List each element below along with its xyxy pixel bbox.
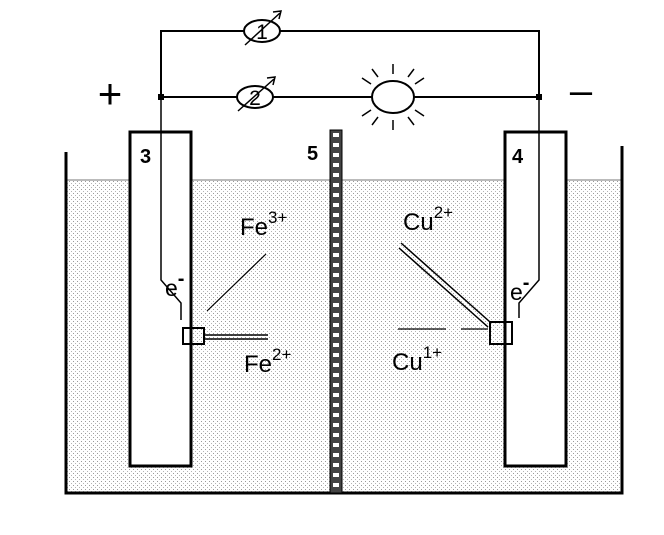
membrane-segment — [333, 343, 339, 347]
membrane-segment — [333, 283, 339, 287]
membrane-segment — [333, 173, 339, 177]
meter-2-label: 2 — [249, 87, 261, 110]
membrane-segment — [333, 323, 339, 327]
membrane-segment — [333, 443, 339, 447]
meter-1-label: 1 — [256, 21, 268, 44]
membrane-segment — [333, 433, 339, 437]
membrane-segment — [333, 183, 339, 187]
membrane-segment — [333, 383, 339, 387]
membrane-segment — [333, 403, 339, 407]
negative-terminal-node — [536, 94, 542, 100]
fe3-label: Fe3+ — [240, 208, 287, 241]
membrane-segment — [333, 393, 339, 397]
membrane-segment — [333, 273, 339, 277]
lamp-icon — [361, 64, 425, 130]
membrane-segment — [333, 333, 339, 337]
meter-1: 1 — [243, 10, 282, 46]
negative-sign: – — [570, 69, 593, 113]
cu2-label: Cu2+ — [403, 203, 453, 236]
membrane-segment — [333, 293, 339, 297]
fe2-label: Fe2+ — [244, 345, 291, 378]
anode-number: 3 — [140, 146, 151, 168]
external-circuit — [160, 30, 540, 98]
meter-2: 2 — [236, 76, 276, 112]
membrane-segment — [333, 483, 339, 487]
membrane-segment — [333, 213, 339, 217]
cu1-label: Cu1+ — [392, 343, 442, 376]
membrane-segment — [333, 423, 339, 427]
membrane-segment — [333, 373, 339, 377]
membrane-segment — [333, 353, 339, 357]
membrane-segment — [333, 143, 339, 147]
cathode-electron-label: e- — [510, 272, 529, 305]
membrane-segment — [333, 263, 339, 267]
anode-electron-label: e- — [165, 268, 184, 301]
anode-reaction-site — [182, 327, 205, 345]
membrane-segment — [333, 453, 339, 457]
membrane-segment — [333, 233, 339, 237]
membrane-segment — [333, 413, 339, 417]
membrane-segment — [333, 193, 339, 197]
membrane-number: 5 — [307, 143, 318, 165]
membrane-segment — [333, 133, 339, 137]
membrane-segment — [333, 303, 339, 307]
copper-reaction-lines — [398, 242, 491, 330]
anode-electrode — [128, 97, 205, 468]
membrane-segment — [333, 203, 339, 207]
positive-sign: + — [98, 70, 123, 117]
membrane-segment — [333, 253, 339, 257]
membrane-segment — [333, 163, 339, 167]
positive-terminal-node — [158, 94, 164, 100]
membrane-segment — [333, 153, 339, 157]
iron-reaction-lines — [204, 253, 268, 340]
membrane-segment — [333, 473, 339, 477]
membrane — [329, 129, 343, 494]
cathode-electrode — [489, 97, 568, 468]
membrane-segment — [333, 313, 339, 317]
membrane-segment — [333, 363, 339, 367]
cathode-number: 4 — [512, 146, 524, 168]
membrane-segment — [333, 243, 339, 247]
membrane-segment — [333, 463, 339, 467]
cathode-reaction-site — [489, 321, 513, 345]
membrane-segment — [333, 223, 339, 227]
vessel-walls — [64, 146, 624, 495]
